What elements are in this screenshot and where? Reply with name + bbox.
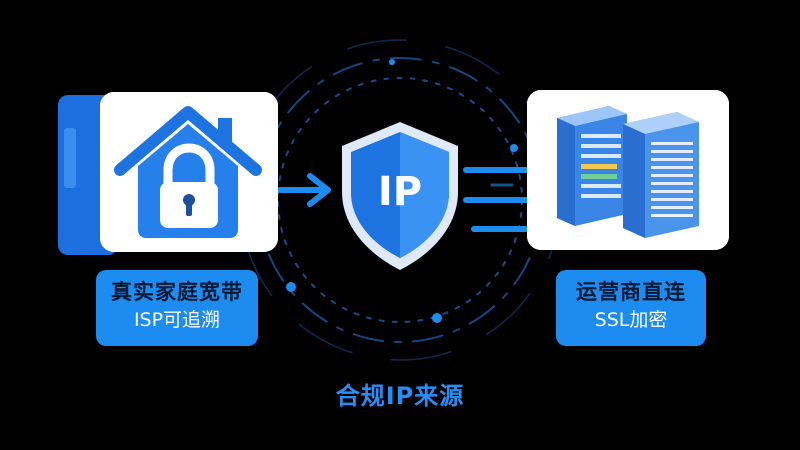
carrier-direct-title: 运营商直连 — [576, 280, 686, 304]
home-card — [100, 92, 278, 252]
server-card — [527, 90, 729, 250]
arrow-right-icon — [277, 173, 331, 207]
home-lock-icon — [100, 92, 278, 252]
carrier-direct-label: 运营商直连 SSL加密 — [556, 270, 706, 346]
server-icon — [527, 90, 729, 250]
ring-dot — [286, 282, 296, 292]
shield-icon — [342, 122, 458, 270]
home-broadband-subtitle: ISP可追溯 — [133, 309, 221, 331]
ring-dot — [389, 59, 395, 65]
shield-label: IP — [377, 169, 423, 215]
speed-lines-icon — [463, 167, 535, 232]
carrier-direct-subtitle: SSL加密 — [594, 309, 668, 331]
ring-dot — [432, 313, 442, 323]
home-broadband-title: 真实家庭宽带 — [111, 280, 243, 304]
caption: 合规IP来源 — [335, 382, 465, 410]
home-broadband-label: 真实家庭宽带 ISP可追溯 — [96, 270, 258, 346]
ring-dot — [510, 144, 518, 152]
home-card-backing-tab — [64, 128, 76, 188]
